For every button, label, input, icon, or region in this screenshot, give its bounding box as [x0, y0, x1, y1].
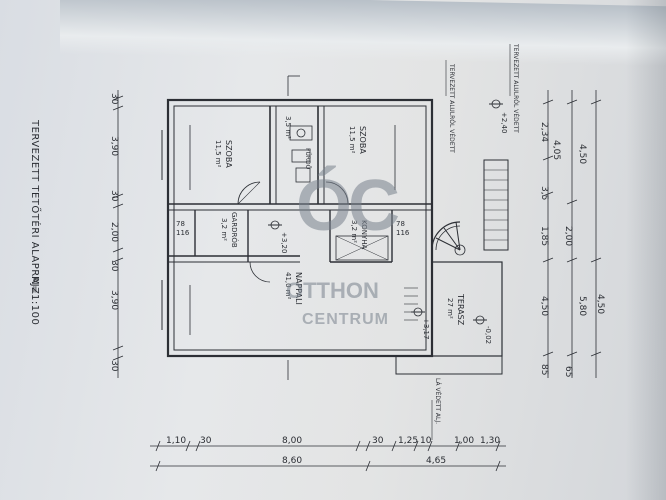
dimension-label: 5,80: [577, 296, 587, 316]
dimension-label: 30: [372, 436, 384, 446]
inner-wall-line: [173, 105, 427, 351]
room-name: FÜRDŐ: [304, 148, 311, 170]
dimension-label: 3,90: [109, 136, 119, 156]
annotation-note: TERVEZETT ALULRÓL VÉDETT: [512, 43, 520, 133]
room-name: KONYHA: [360, 220, 368, 249]
room-area: 41,0 m²: [284, 272, 292, 300]
room-name: GARDRÓB: [230, 212, 239, 248]
watermark-line1: OTTHON: [286, 278, 379, 303]
dimension-label: 1,10: [166, 436, 186, 446]
room-area: 3,2 m²: [220, 218, 228, 241]
dimension-label: 1,85: [539, 226, 549, 246]
dimension-label: 85: [539, 364, 549, 375]
door-mark: 116: [396, 229, 410, 237]
level-mark: +2,40: [500, 112, 508, 133]
room-name: SZOBA: [224, 140, 233, 168]
room-area: 11,5 m²: [348, 126, 356, 154]
dimension-label: 3,5: [539, 186, 549, 200]
dimension-label: 3,90: [109, 290, 119, 310]
paper-edge-shadow: [626, 0, 666, 500]
dimension-label: 30: [109, 360, 119, 372]
dimension-label: 4,05: [551, 140, 561, 160]
dimension-label: 30: [109, 190, 119, 202]
dimension-label: 30: [200, 436, 212, 446]
room-name: NAPPALI: [294, 272, 303, 305]
stair-core: [454, 244, 466, 256]
dimension-label: 1,30: [480, 436, 500, 446]
dimension-label: 8,60: [282, 456, 302, 466]
level-mark: -0,02: [484, 326, 492, 344]
outer-wall: [166, 98, 434, 358]
door-mark: 116: [176, 229, 190, 237]
room-area: 11,5 m²: [214, 140, 222, 168]
dimension-label: 2,00: [109, 222, 119, 242]
dimension-label: 4,50: [595, 294, 605, 314]
annotation-note: TERVEZETT ALULRÓL VÉDETT: [448, 63, 456, 153]
dimension-label: 4,65: [426, 456, 446, 466]
straight-stair: [483, 159, 509, 251]
watermark-logo: ÓC: [296, 166, 400, 246]
dimension-label: 1,25: [398, 436, 418, 446]
room-name: SZOBA: [358, 126, 367, 154]
dimension-label: 30: [109, 260, 119, 272]
dimension-label: 10: [420, 436, 432, 446]
dimension-label: 65: [563, 366, 573, 377]
dimension-label: 30: [109, 93, 119, 105]
dimension-label: 2,34: [539, 122, 549, 142]
annotation-note: LÁ VÉDETT ALJ.: [434, 378, 442, 424]
room-name: TERASZ: [456, 293, 465, 326]
room-area: 27 m²: [446, 298, 454, 319]
door-mark: 78: [396, 220, 405, 228]
room-area: 3,2 m²: [350, 220, 358, 243]
dimension-label: 2,00: [563, 226, 573, 246]
door-mark: 78: [176, 220, 185, 228]
dimension-label: 4,50: [577, 144, 587, 164]
watermark-line2: CENTRUM: [302, 311, 389, 328]
dimension-label: 1,00: [454, 436, 474, 446]
room-area: 3,5 m²: [284, 116, 292, 139]
level-mark: +3,17: [422, 318, 430, 339]
dimension-label: 8,00: [282, 436, 302, 446]
dimension-label: 4,50: [539, 296, 549, 316]
level-mark: +3,20: [280, 232, 288, 253]
